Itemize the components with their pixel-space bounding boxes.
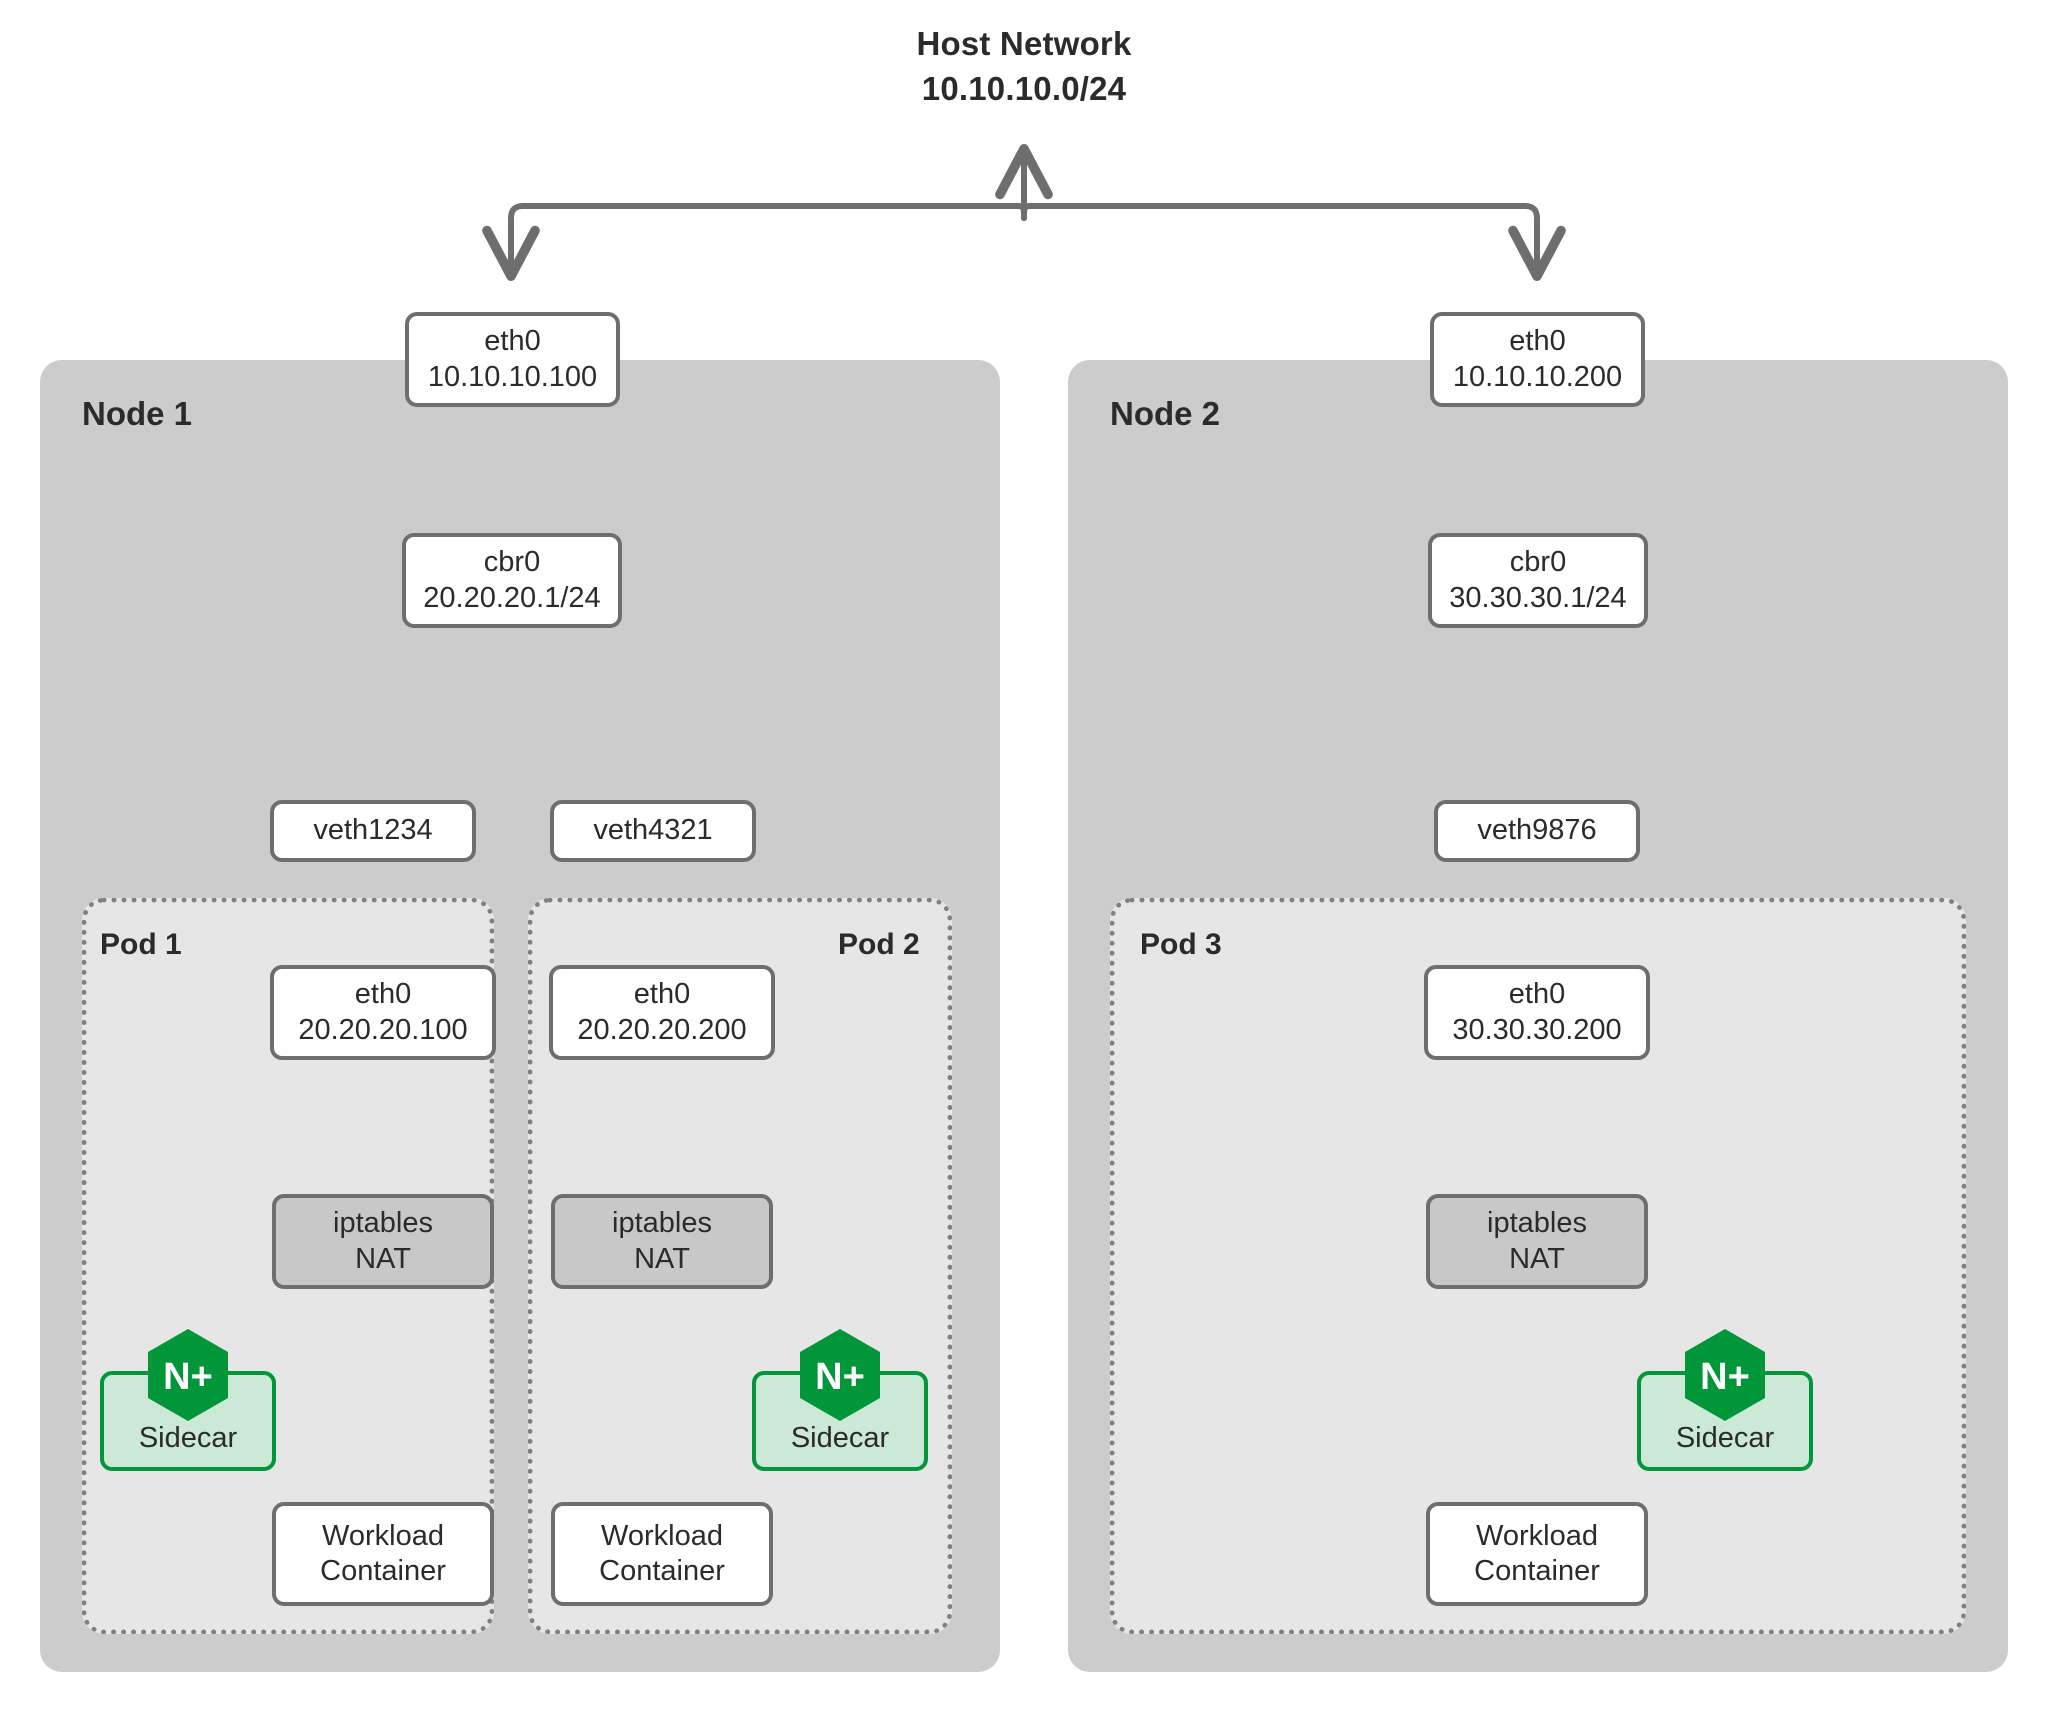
node2-veth-9876-label: veth9876	[1477, 814, 1597, 847]
pod2-eth0-box: eth0 20.20.20.200	[549, 965, 775, 1060]
svg-text:N+: N+	[1700, 1356, 1750, 1398]
pod3-iptables-nat-box: iptables NAT	[1426, 1194, 1648, 1289]
node1-eth0-ip: 10.10.10.100	[427, 360, 598, 393]
node1-cbr0-name: cbr0	[483, 546, 541, 579]
host-network-title: Host Network 10.10.10.0/24	[724, 22, 1324, 111]
pod3-eth0-box: eth0 30.30.30.200	[1424, 965, 1650, 1060]
pod2-workload-line1: Workload	[601, 1519, 723, 1552]
node1-veth-1234-box: veth1234	[270, 800, 476, 862]
svg-text:N+: N+	[163, 1356, 213, 1398]
node2-cbr0-box: cbr0 30.30.30.1/24	[1428, 533, 1648, 628]
pod1-workload-container-box: Workload Container	[272, 1502, 494, 1606]
pod2-nat-line1: iptables	[612, 1207, 712, 1240]
pod3-workload-container-box: Workload Container	[1426, 1502, 1648, 1606]
pod1-nginx-plus-icon: N+	[145, 1327, 231, 1423]
pod3-eth0-name: eth0	[1508, 978, 1566, 1011]
node2-cbr0-ip: 30.30.30.1/24	[1449, 581, 1627, 614]
pod3-nat-line2: NAT	[1509, 1242, 1565, 1275]
pod1-sidecar-box: Sidecar	[100, 1371, 276, 1471]
pod2-eth0-ip: 20.20.20.200	[577, 1013, 747, 1046]
pod2-eth0-name: eth0	[633, 978, 691, 1011]
pod-label-3: Pod 3	[1140, 928, 1222, 961]
pod1-sidecar-label: Sidecar	[138, 1422, 238, 1454]
pod3-eth0-ip: 30.30.30.200	[1452, 1013, 1622, 1046]
pod1-nat-line2: NAT	[355, 1242, 411, 1275]
pod3-nginx-plus-icon: N+	[1682, 1327, 1768, 1423]
pod1-eth0-box: eth0 20.20.20.100	[270, 965, 496, 1060]
pod2-sidecar-label: Sidecar	[790, 1422, 890, 1454]
pod1-workload-line1: Workload	[322, 1519, 444, 1552]
svg-text:N+: N+	[815, 1356, 865, 1398]
pod1-workload-line2: Container	[320, 1555, 446, 1587]
pod2-workload-container-box: Workload Container	[551, 1502, 773, 1606]
node1-veth-4321-box: veth4321	[550, 800, 756, 862]
pod3-workload-line2: Container	[1474, 1555, 1600, 1587]
node1-veth-1234-label: veth1234	[313, 814, 433, 847]
node1-eth0-name: eth0	[484, 325, 541, 358]
pod3-sidecar-label: Sidecar	[1675, 1422, 1775, 1454]
pod2-nginx-plus-icon: N+	[797, 1327, 883, 1423]
node2-eth0-box: eth0 10.10.10.200	[1430, 312, 1645, 407]
pod2-iptables-nat-box: iptables NAT	[551, 1194, 773, 1289]
pod1-eth0-name: eth0	[354, 978, 412, 1011]
pod-label-2: Pod 2	[838, 928, 920, 961]
pod-label-1: Pod 1	[100, 928, 182, 961]
pod3-workload-line1: Workload	[1476, 1519, 1598, 1552]
node2-eth0-ip: 10.10.10.200	[1452, 360, 1623, 393]
pod1-iptables-nat-box: iptables NAT	[272, 1194, 494, 1289]
node1-cbr0-box: cbr0 20.20.20.1/24	[402, 533, 622, 628]
node2-cbr0-name: cbr0	[1509, 546, 1567, 579]
pod1-nat-line1: iptables	[333, 1207, 433, 1240]
node-label-1: Node 1	[82, 395, 193, 432]
node2-eth0-name: eth0	[1509, 325, 1566, 358]
pod3-nat-line1: iptables	[1487, 1207, 1587, 1240]
host-network-name: Host Network	[916, 25, 1132, 62]
node-label-2: Node 2	[1110, 395, 1221, 432]
pod1-eth0-ip: 20.20.20.100	[298, 1013, 468, 1046]
node2-veth-9876-box: veth9876	[1434, 800, 1640, 862]
node1-eth0-box: eth0 10.10.10.100	[405, 312, 620, 407]
pod2-nat-line2: NAT	[634, 1242, 690, 1275]
node1-cbr0-ip: 20.20.20.1/24	[423, 581, 601, 614]
pod2-workload-line2: Container	[599, 1555, 725, 1587]
node1-veth-4321-label: veth4321	[593, 814, 713, 847]
host-network-cidr: 10.10.10.0/24	[921, 69, 1127, 107]
